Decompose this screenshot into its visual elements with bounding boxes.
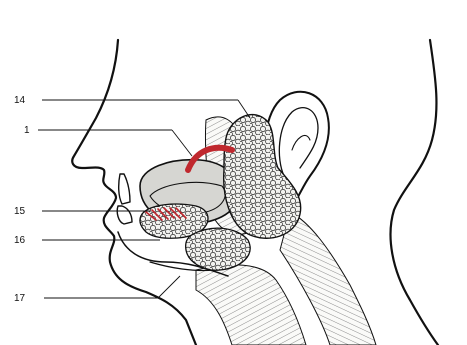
submandibular-gland <box>186 228 250 270</box>
head-back-outline <box>391 40 438 345</box>
label-14: 14 <box>14 95 26 106</box>
label-16: 16 <box>14 235 26 246</box>
incisors <box>117 174 132 224</box>
label-17: 17 <box>14 293 26 304</box>
neck-muscle-band <box>196 265 306 345</box>
label-15: 15 <box>14 206 26 217</box>
parotid-gland <box>224 115 301 239</box>
label-1: 1 <box>24 125 30 136</box>
